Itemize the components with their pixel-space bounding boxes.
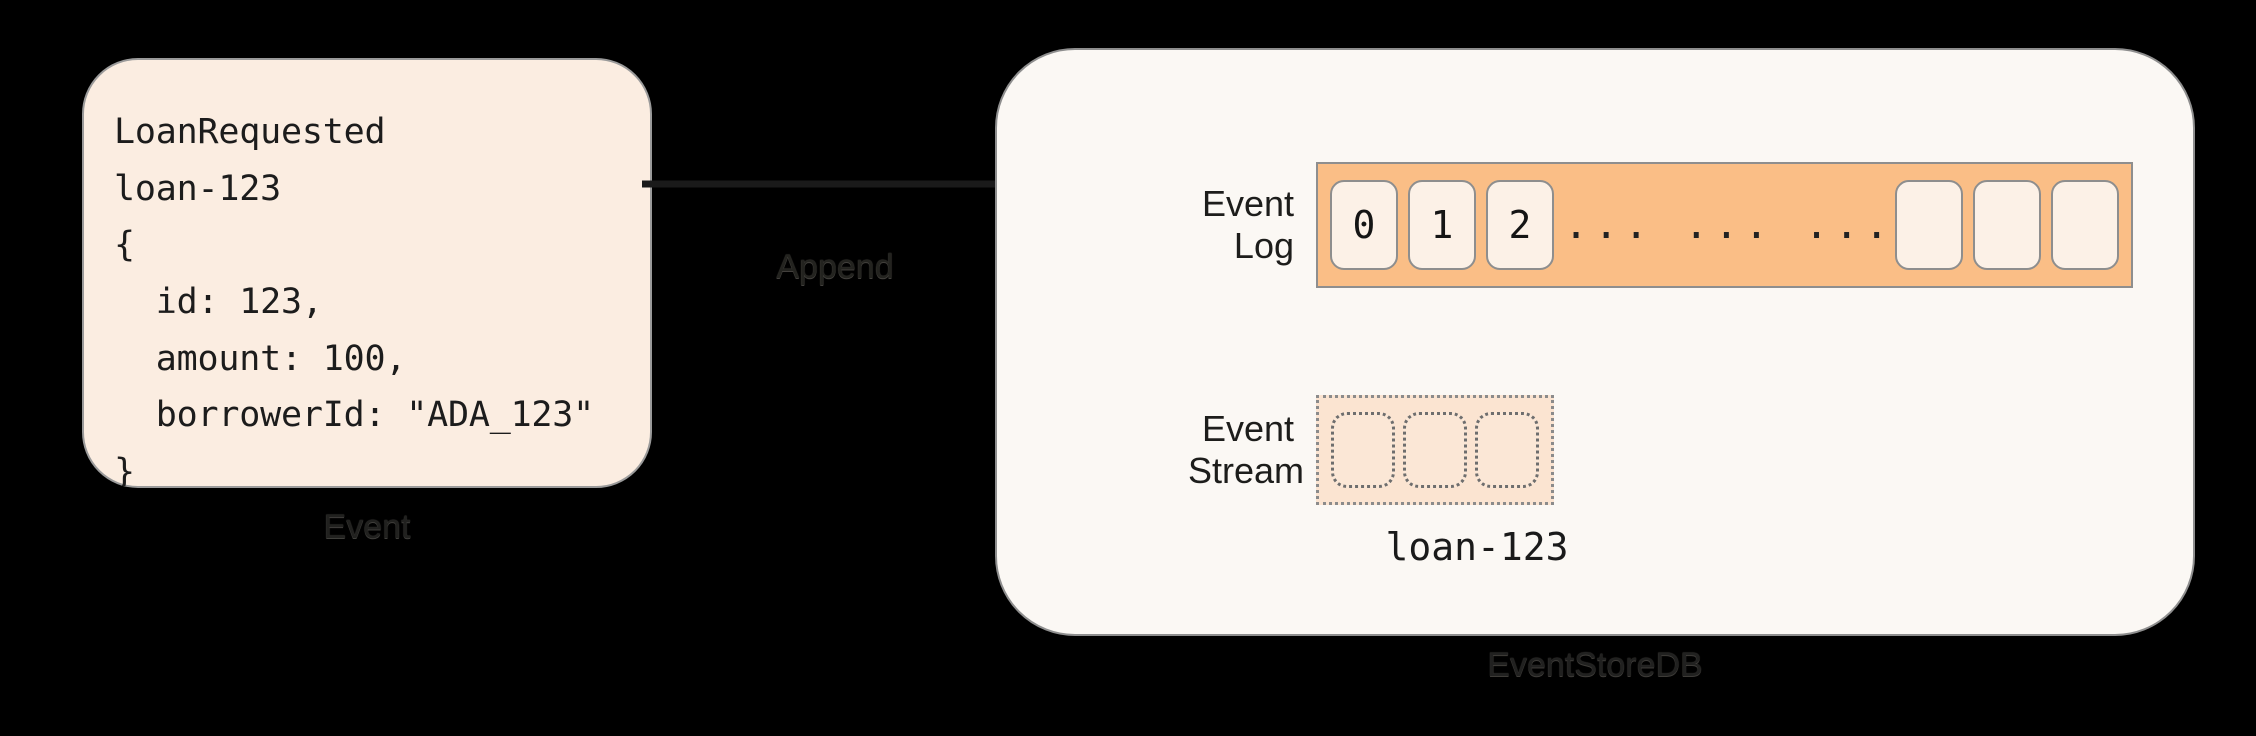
ellipsis-group: ... <box>1684 202 1775 248</box>
event-card: LoanRequested loan-123 { id: 123, amount… <box>82 58 652 488</box>
event-stream-label: Event Stream <box>1188 408 1316 493</box>
event-stream-label-line1: Event <box>1201 407 1294 449</box>
event-log-cell: 2 <box>1486 180 1554 270</box>
event-log-cell: 1 <box>1408 180 1476 270</box>
event-stream-row: Event Stream <box>1188 385 1638 515</box>
event-log-label-line1: Event <box>1201 182 1294 224</box>
event-log-row: Event Log 0 1 2 ... ... ... <box>1188 160 2133 290</box>
event-stream-name: loan-123 <box>1385 525 1569 569</box>
event-log-cell <box>1894 180 1963 270</box>
event-log-label: Event Log <box>1188 183 1316 268</box>
event-stream-cell <box>1475 412 1539 488</box>
append-label: Append <box>776 248 894 286</box>
event-log-cell <box>2050 180 2119 270</box>
ellipsis-group: ... <box>1564 202 1655 248</box>
event-log-cell <box>1972 180 2041 270</box>
event-log-cell: 0 <box>1330 180 1398 270</box>
event-stream-label-line2: Stream <box>1188 450 1305 491</box>
eventstore-caption: EventStoreDB <box>1487 646 1703 684</box>
event-card-caption: Event <box>323 508 411 546</box>
event-log-bar: 0 1 2 ... ... ... <box>1316 162 2133 288</box>
event-stream-cell <box>1331 412 1395 488</box>
event-stream-container <box>1316 395 1554 505</box>
event-card-code: LoanRequested loan-123 { id: 123, amount… <box>114 112 595 486</box>
event-log-ellipsis: ... ... ... <box>1564 202 1895 248</box>
event-stream-cell <box>1403 412 1467 488</box>
event-log-label-line2: Log <box>1233 225 1294 266</box>
ellipsis-group: ... <box>1804 202 1895 248</box>
eventstore-panel <box>995 48 2195 636</box>
